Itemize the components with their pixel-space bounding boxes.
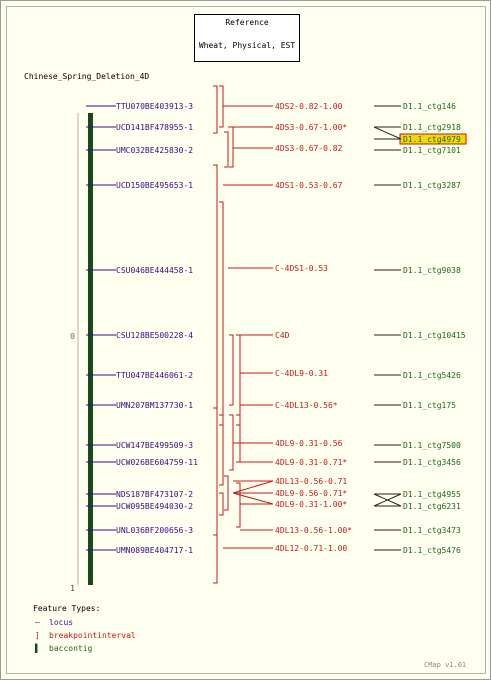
bracket-icon: ]	[35, 631, 40, 640]
breakpoint-label[interactable]: 4DS3-0.67-0.82	[275, 144, 343, 153]
breakpoint-bracket[interactable]	[224, 475, 229, 511]
breakpoint-bracket[interactable]	[219, 492, 224, 516]
contig-label[interactable]: D1.1_ctg7101	[403, 146, 461, 155]
contig-label[interactable]: D1.1_ctg10415	[403, 331, 466, 340]
legend: Feature Types: — locus ] breakpointinterva…	[13, 596, 478, 672]
contig-bar[interactable]	[88, 113, 93, 585]
contig-label[interactable]: D1.1_ctg3473	[403, 526, 461, 535]
reference-title: Reference	[225, 18, 269, 27]
contig-label[interactable]: D1.1_ctg4955	[403, 490, 461, 499]
locus-label[interactable]: UCD150BE495653-1	[116, 181, 193, 190]
locus-label[interactable]: TTU070BE403913-3	[116, 102, 193, 111]
contig-connector	[373, 126, 402, 140]
legend-item-locus: — locus	[35, 618, 73, 627]
breakpoint-bracket[interactable]	[229, 414, 234, 471]
breakpoint-bracket[interactable]	[219, 85, 224, 128]
contig-label[interactable]: D1.1_ctg9038	[403, 266, 461, 275]
locus-label[interactable]: UCW026BE604759-11	[116, 458, 198, 467]
breakpoint-label[interactable]: 4DS1-0.53-0.67	[275, 181, 343, 190]
locus-label[interactable]: NDS187BF473107-2	[116, 490, 193, 499]
breakpoint-bracket[interactable]	[236, 334, 241, 426]
breakpoint-label[interactable]: 4DL9-0.31-1.00*	[275, 500, 347, 509]
locus-line-icon: —	[35, 618, 40, 627]
locus-label[interactable]: UMC032BE425830-2	[116, 146, 193, 155]
contig-label[interactable]: D1.1_ctg2918	[403, 123, 461, 132]
breakpoint-label[interactable]: C-4DL13-0.56*	[275, 401, 338, 410]
comparative-map: 0 1 TTU070BE403913-3UCD141BF478955-1UMC032…	[70, 85, 467, 593]
map-title[interactable]: Chinese_Spring_Deletion_4D	[24, 72, 150, 81]
contig-bar-icon: ▌	[35, 644, 40, 653]
breakpoint-label[interactable]: 4DL9-0.31-0.71*	[275, 458, 347, 467]
map-panel	[6, 6, 486, 674]
breakpoint-bracket[interactable]	[213, 164, 218, 584]
contig-label[interactable]: D1.1_ctg3287	[403, 181, 461, 190]
locus-label[interactable]: UCW095BE494030-2	[116, 502, 193, 511]
locus-label[interactable]: UMN207BM137730-1	[116, 401, 193, 410]
breakpoint-label[interactable]: 4DS2-0.82-1.00	[275, 102, 343, 111]
breakpoint-bracket[interactable]	[224, 131, 229, 168]
legend-item-breakpoint: ] breakpointinterval	[35, 631, 136, 640]
breakpoint-bracket[interactable]	[213, 85, 218, 134]
scale-start-label: 0	[70, 332, 75, 341]
breakpoint-label[interactable]: 4DL12-0.71-1.00	[275, 544, 347, 553]
contig-label[interactable]: D1.1_ctg5426	[403, 371, 461, 380]
contig-connector	[373, 493, 402, 507]
breakpoint-bracket[interactable]	[213, 407, 218, 536]
breakpoint-bracket[interactable]	[219, 201, 224, 426]
breakpoint-label[interactable]: C4D	[275, 331, 290, 340]
locus-label[interactable]: CSU128BE500228-4	[116, 331, 193, 340]
breakpoint-bracket[interactable]	[236, 482, 241, 528]
contig-label[interactable]: D1.1_ctg4979	[403, 135, 461, 144]
contig-label[interactable]: D1.1_ctg5476	[403, 546, 461, 555]
breakpoint-connector	[232, 480, 274, 494]
legend-item-baccontig: ▌ baccontig	[35, 644, 92, 653]
contig-label[interactable]: D1.1_ctg7500	[403, 441, 461, 450]
breakpoint-bracket[interactable]	[219, 414, 224, 486]
locus-label[interactable]: UCD141BF478955-1	[116, 123, 193, 132]
reference-box[interactable]: Reference Wheat, Physical, EST	[194, 14, 300, 62]
breakpoint-label[interactable]: C-4DS1-0.53	[275, 264, 328, 273]
locus-label[interactable]: UNL036BF200656-3	[116, 526, 193, 535]
breakpoint-connector	[232, 492, 274, 505]
locus-label[interactable]: UCW147BE499509-3	[116, 441, 193, 450]
legend-label-breakpoint: breakpointinterval	[49, 631, 136, 640]
breakpoint-bracket[interactable]	[229, 334, 234, 406]
locus-label[interactable]: TTU047BE446061-2	[116, 371, 193, 380]
contig-label[interactable]: D1.1_ctg175	[403, 401, 456, 410]
breakpoint-label[interactable]: 4DS3-0.67-1.00*	[275, 123, 347, 132]
breakpoint-label[interactable]: 4DL9-0.56-0.71*	[275, 489, 347, 498]
breakpoint-label[interactable]: C-4DL9-0.31	[275, 369, 328, 378]
breakpoint-label[interactable]: 4DL9-0.31-0.56	[275, 439, 343, 448]
contig-label[interactable]: D1.1_ctg6231	[403, 502, 461, 511]
breakpoint-bracket[interactable]	[229, 126, 234, 168]
legend-label-locus: locus	[49, 618, 74, 627]
legend-label-baccontig: baccontig	[49, 644, 93, 653]
legend-title: Feature Types:	[33, 604, 101, 613]
locus-label[interactable]: UMN089BE404717-1	[116, 546, 193, 555]
contig-label[interactable]: D1.1_ctg3456	[403, 458, 461, 467]
reference-subtitle: Wheat, Physical, EST	[198, 41, 296, 50]
locus-label[interactable]: CSU046BE444458-1	[116, 266, 193, 275]
breakpoint-label[interactable]: 4DL13-0.56-0.71	[275, 477, 347, 486]
breakpoint-label[interactable]: 4DL13-0.56-1.00*	[275, 526, 352, 535]
breakpoint-bracket[interactable]	[236, 414, 241, 463]
scale-end-label: 1	[70, 584, 75, 593]
cmap-version: CMap v1.01	[424, 661, 467, 669]
contig-label[interactable]: D1.1_ctg146	[403, 102, 456, 111]
